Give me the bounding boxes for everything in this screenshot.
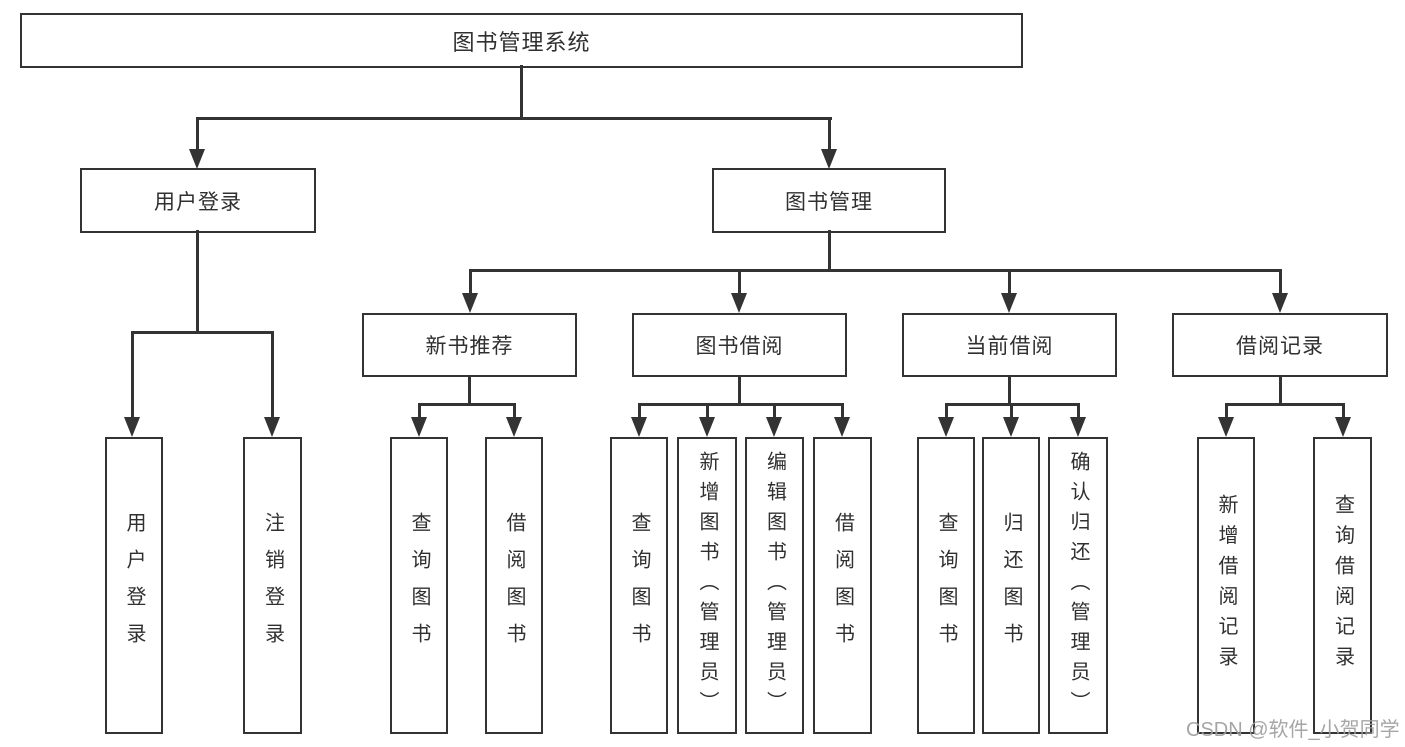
connector-to-return-book xyxy=(1009,403,1013,419)
connector-book-borrow-stem xyxy=(738,375,741,405)
connector-to-add-borrow-record xyxy=(1224,403,1228,419)
node-book-borrow: 图书借阅 xyxy=(632,313,847,377)
connector-current-borrow-stem xyxy=(1008,375,1011,405)
node-book-mgmt: 图书管理 xyxy=(712,168,946,233)
node-label: 图书管理系统 xyxy=(452,29,591,55)
node-add-book-admin: 新增图书（管理员） xyxy=(677,437,737,734)
connector-user-login-stem xyxy=(195,230,199,333)
arrowhead xyxy=(506,417,522,437)
connector-book-mgmt-crossbar xyxy=(468,269,1282,272)
node-root: 图书管理系统 xyxy=(20,13,1023,68)
node-label: 用户登录 xyxy=(123,511,145,660)
arrowhead xyxy=(189,149,205,169)
connector-new-book-rec-crossbar xyxy=(417,403,516,406)
connector-to-current-borrow xyxy=(1007,269,1011,295)
node-label: 查询图书 xyxy=(628,511,650,660)
connector-to-borrow-book-b xyxy=(840,403,844,419)
node-label: 借阅图书 xyxy=(831,511,854,660)
connector-to-query-book-b xyxy=(637,403,641,419)
node-add-borrow-record: 新增借阅记录 xyxy=(1197,437,1255,734)
connector-root-to-user-login xyxy=(195,117,199,151)
connector-borrow-records-stem xyxy=(1278,375,1282,405)
node-query-borrow-record: 查询借阅记录 xyxy=(1313,437,1372,734)
arrowhead xyxy=(731,293,747,313)
node-label: 注销登录 xyxy=(261,511,284,660)
arrowhead xyxy=(1335,417,1351,437)
arrowhead xyxy=(264,417,280,437)
connector-user-login-crossbar xyxy=(130,331,274,334)
connector-to-login xyxy=(130,331,134,418)
connector-to-book-borrow xyxy=(737,269,741,295)
arrowhead xyxy=(1070,417,1086,437)
node-current-borrow: 当前借阅 xyxy=(902,313,1117,377)
connector-to-add-book-admin xyxy=(705,403,709,419)
node-user-login: 用户登录 xyxy=(80,168,316,233)
arrowhead xyxy=(834,417,850,437)
node-label: 查询图书 xyxy=(408,511,430,660)
node-label: 新增借阅记录 xyxy=(1215,494,1237,677)
connector-to-query-borrow-record xyxy=(1341,403,1345,419)
node-logout: 注销登录 xyxy=(243,437,302,734)
node-login: 用户登录 xyxy=(105,437,163,734)
connector-root-stem xyxy=(519,65,523,119)
connector-to-edit-book-admin xyxy=(772,403,776,419)
arrowhead xyxy=(1218,417,1234,437)
node-label: 确认归还（管理员） xyxy=(1067,450,1089,721)
node-query-book-a: 查询图书 xyxy=(390,437,448,734)
arrowhead xyxy=(631,417,647,437)
node-label: 查询借阅记录 xyxy=(1331,494,1354,677)
connector-book-borrow-crossbar xyxy=(637,403,844,406)
node-label: 编辑图书（管理员） xyxy=(763,450,786,721)
node-label: 借阅图书 xyxy=(503,511,525,660)
connector-book-mgmt-stem xyxy=(827,230,831,272)
node-edit-book-admin: 编辑图书（管理员） xyxy=(745,437,804,734)
node-label: 查询图书 xyxy=(935,511,957,660)
node-label: 当前借阅 xyxy=(965,335,1054,358)
node-label: 图书借阅 xyxy=(695,335,784,358)
connector-borrow-records-crossbar xyxy=(1224,403,1345,406)
arrowhead xyxy=(124,417,140,437)
node-label: 图书管理 xyxy=(785,190,873,214)
node-label: 归还图书 xyxy=(1000,511,1022,660)
node-borrow-book-b: 借阅图书 xyxy=(813,437,872,734)
node-new-book-rec: 新书推荐 xyxy=(362,313,577,377)
connector-new-book-rec-stem xyxy=(468,375,471,405)
node-label: 新增图书（管理员） xyxy=(696,450,718,721)
connector-to-query-book-a xyxy=(417,403,421,419)
arrowhead xyxy=(1272,293,1288,313)
node-query-book-c: 查询图书 xyxy=(917,437,975,734)
node-label: 用户登录 xyxy=(154,190,242,214)
node-label: 新书推荐 xyxy=(425,335,514,358)
arrowhead xyxy=(699,417,715,437)
arrowhead xyxy=(462,293,478,313)
arrowhead xyxy=(1003,417,1019,437)
arrowhead xyxy=(411,417,427,437)
node-label: 借阅记录 xyxy=(1236,335,1324,358)
connector-to-logout xyxy=(270,331,274,418)
node-query-book-b: 查询图书 xyxy=(610,437,668,734)
arrowhead xyxy=(938,417,954,437)
connector-to-borrow-records xyxy=(1278,269,1282,295)
arrowhead xyxy=(1001,293,1017,313)
node-borrow-records: 借阅记录 xyxy=(1172,313,1388,377)
node-confirm-return-admin: 确认归还（管理员） xyxy=(1048,437,1108,734)
node-return-book: 归还图书 xyxy=(982,437,1040,734)
node-borrow-book-a: 借阅图书 xyxy=(485,437,543,734)
connector-to-confirm-return-admin xyxy=(1076,403,1080,419)
arrowhead xyxy=(821,149,837,169)
connector-to-query-book-c xyxy=(944,403,948,419)
connector-to-borrow-book-a xyxy=(512,403,516,419)
connector-to-new-book-rec xyxy=(468,269,472,295)
arrowhead xyxy=(766,417,782,437)
watermark: CSDN @软件_小贺同学 xyxy=(1186,719,1400,741)
connector-root-to-book-mgmt xyxy=(827,117,831,151)
connector-root-crossbar xyxy=(195,117,832,120)
